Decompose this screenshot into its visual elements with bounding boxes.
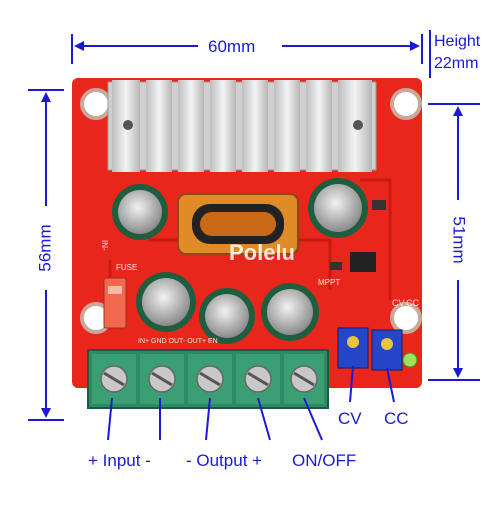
capacitor-bottom-2 bbox=[199, 288, 255, 344]
mount-hole-tl bbox=[80, 88, 112, 120]
height-value: 22mm bbox=[434, 55, 479, 72]
mount-hole-br bbox=[390, 302, 422, 334]
dimension-hole-spacing bbox=[428, 103, 480, 381]
cc-label: CC bbox=[384, 409, 409, 428]
smd-part bbox=[372, 200, 386, 210]
capacitor-top-left bbox=[112, 184, 168, 240]
silk-mppt: MPPT bbox=[318, 278, 340, 287]
smd-part bbox=[330, 262, 342, 270]
silk-in-minus: IN- bbox=[100, 240, 109, 251]
height-title: Height bbox=[434, 33, 481, 50]
silk-fuse: FUSE bbox=[116, 263, 137, 272]
silk-cc: CC bbox=[406, 298, 419, 308]
fuse bbox=[103, 277, 127, 329]
terminal-leaders bbox=[107, 365, 395, 441]
width-label: 60mm bbox=[208, 37, 256, 56]
mount-hole-tr bbox=[390, 88, 422, 120]
potentiometer-cc bbox=[371, 329, 403, 371]
terminal-block bbox=[87, 349, 329, 409]
silk-cv: CV bbox=[392, 298, 405, 308]
heatsink bbox=[107, 80, 377, 172]
input-label: + Input - bbox=[88, 451, 151, 470]
output-label: - Output + bbox=[186, 451, 263, 470]
silk-terminals: IN+ GND OUT- OUT+ EN bbox=[138, 338, 218, 345]
capacitor-bottom-3 bbox=[261, 283, 319, 341]
led-indicator bbox=[402, 352, 418, 368]
hole-spacing-label: 51mm bbox=[450, 216, 469, 263]
dimension-length bbox=[28, 89, 64, 421]
capacitor-bottom-1 bbox=[136, 272, 196, 332]
inductor bbox=[177, 193, 299, 255]
watermark: Polelu bbox=[229, 240, 295, 265]
cv-label: CV bbox=[338, 409, 362, 428]
ic-chip bbox=[350, 252, 376, 272]
length-label: 56mm bbox=[35, 224, 54, 271]
capacitor-top-right bbox=[308, 178, 368, 238]
onoff-label: ON/OFF bbox=[292, 451, 357, 470]
potentiometer-cv bbox=[337, 327, 369, 369]
dimension-width bbox=[71, 34, 423, 64]
